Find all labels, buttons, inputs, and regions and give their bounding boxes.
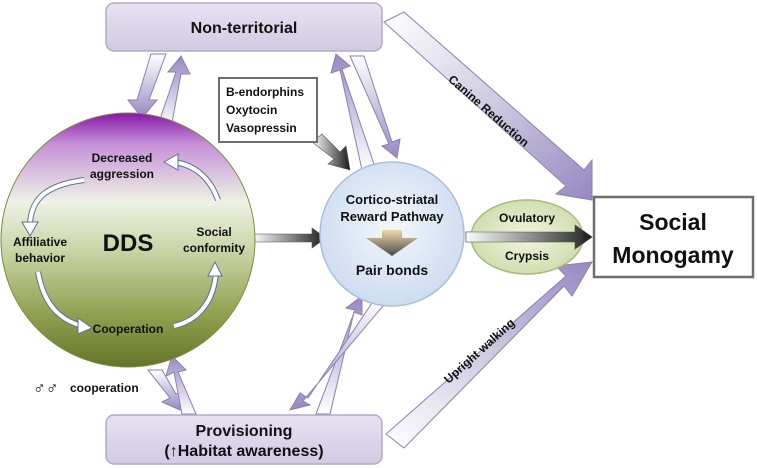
- arrow-reward-to-provisioning: [288, 299, 390, 411]
- arrow-upright-walking: [385, 261, 593, 449]
- reward-pathway-label: Reward Pathway: [340, 209, 444, 224]
- social-label: Social: [639, 209, 707, 235]
- dds-title: DDS: [103, 230, 154, 257]
- arrow-canine-reduction: [383, 11, 593, 201]
- arrow-dds-to-reward: [251, 227, 327, 249]
- neurochemicals-box: [218, 77, 318, 143]
- neurochem-vasopressin: Vasopressin: [226, 121, 297, 135]
- neurochem-oxytocin: Oxytocin: [226, 103, 277, 117]
- pair-bonds-label: Pair bonds: [356, 262, 429, 278]
- arrow-nonterritorial-to-dds: [126, 53, 167, 119]
- social-conformity-line1: Social: [196, 225, 231, 239]
- male-cooperation-label: cooperation: [70, 381, 139, 395]
- provisioning-box: [105, 414, 383, 465]
- decreased-aggression-line1: Decreased: [92, 151, 153, 165]
- male-symbols-icon: ♂♂: [33, 379, 59, 398]
- affiliative-behavior-line2: behavior: [15, 251, 65, 265]
- non-territorial-label: Non-territorial: [191, 20, 298, 37]
- social-monogamy-box: [592, 195, 755, 279]
- ovulatory-label: Ovulatory: [499, 211, 555, 225]
- pair-bonds-arrow-icon: [366, 230, 418, 256]
- monogamy-label: Monogamy: [612, 242, 734, 268]
- crypsis-label: Crypsis: [505, 249, 549, 263]
- decreased-aggression-line2: aggression: [90, 167, 154, 181]
- cortico-striatal-label: Cortico-striatal: [346, 192, 438, 207]
- affiliative-behavior-line1: Affiliative: [13, 235, 67, 249]
- arrow-dds-to-nonterritorial: [156, 55, 191, 129]
- provisioning-label: Provisioning: [196, 423, 293, 440]
- arrow-nonterritorial-to-reward: [349, 55, 401, 159]
- dds-circle: [0, 112, 256, 368]
- upright-walking-label: Upright walking: [441, 316, 517, 387]
- habitat-awareness-label: (↑Habitat awareness): [164, 443, 323, 460]
- canine-reduction-label: Canine Reduction: [446, 72, 532, 149]
- arrow-neurochem-to-reward: [311, 133, 351, 171]
- social-conformity-line2: conformity: [183, 241, 245, 255]
- arrow-provisioning-to-dds: [165, 355, 197, 415]
- non-territorial-box: [105, 2, 383, 52]
- arrow-reward-to-nonterritorial: [330, 53, 377, 171]
- neurochem-b-endorphins: B-endorphins: [226, 85, 304, 99]
- cooperation-label: Cooperation: [93, 322, 164, 336]
